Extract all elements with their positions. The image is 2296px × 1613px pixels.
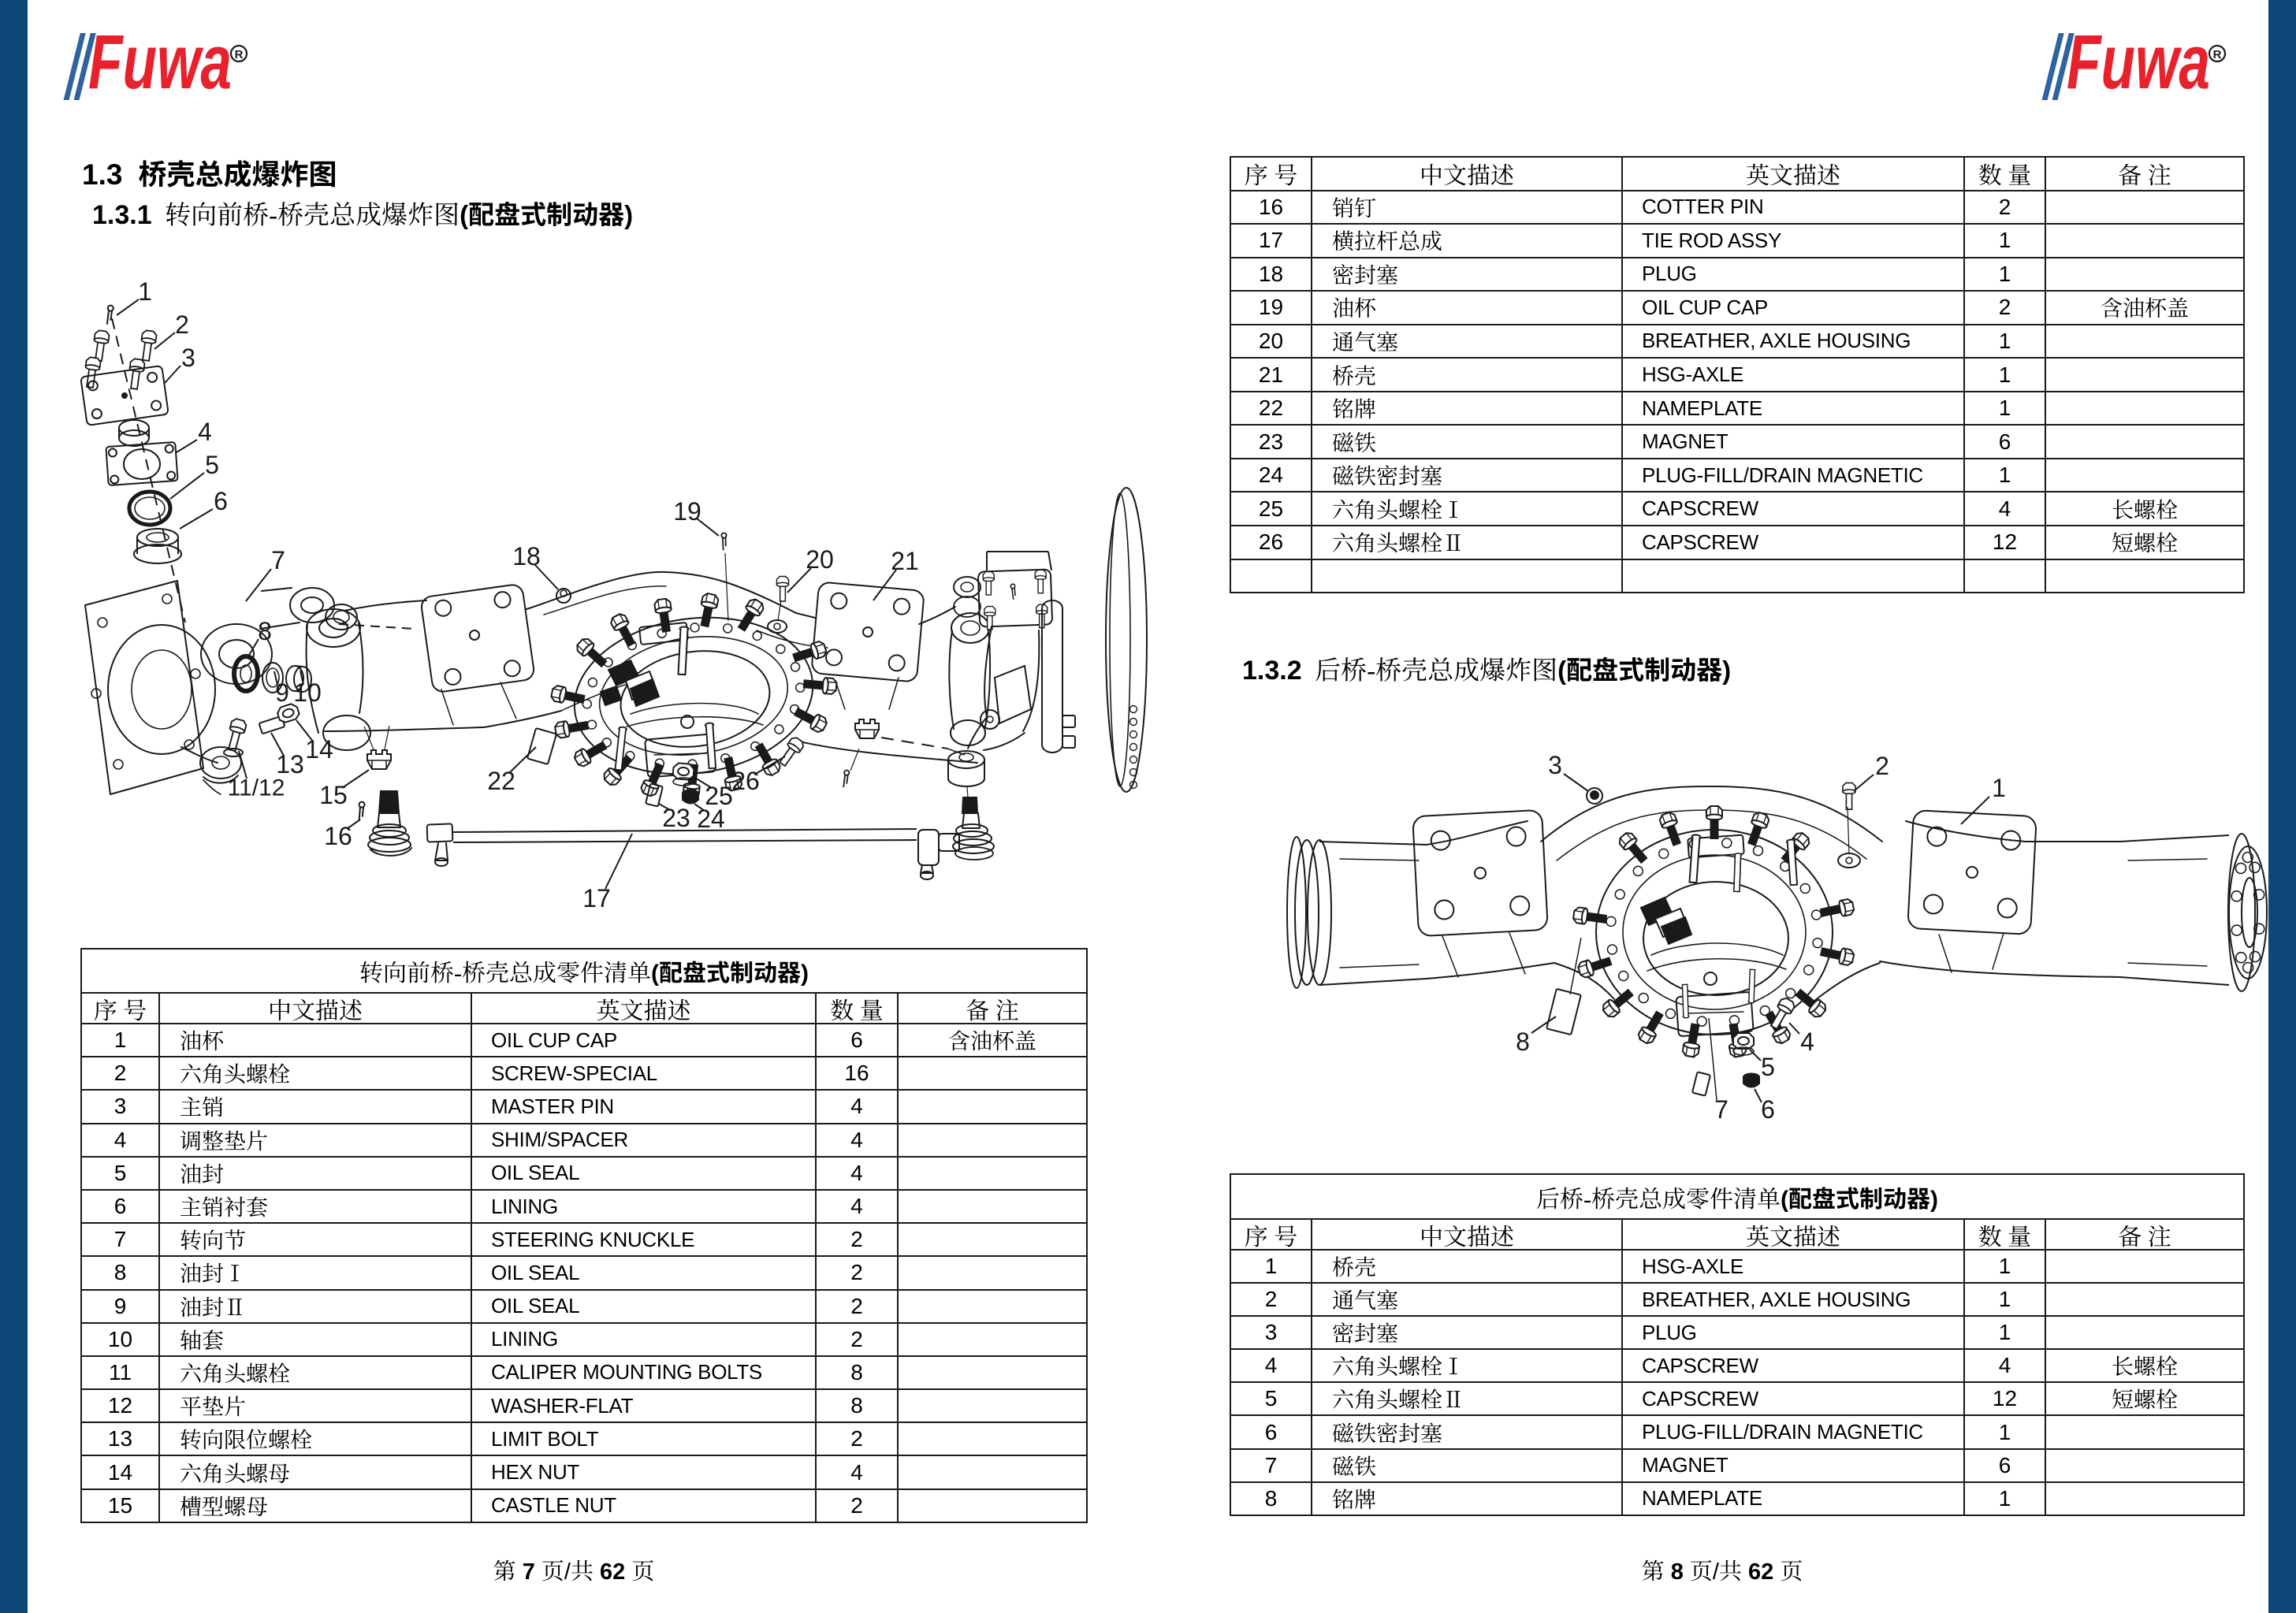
svg-text:R: R bbox=[2213, 48, 2222, 61]
svg-text:17: 17 bbox=[582, 884, 611, 912]
svg-text:3: 3 bbox=[181, 344, 195, 372]
svg-text:26: 26 bbox=[731, 767, 760, 795]
svg-text:5: 5 bbox=[1761, 1053, 1775, 1081]
svg-text:3: 3 bbox=[1548, 751, 1562, 779]
svg-text:Fuwa: Fuwa bbox=[88, 20, 232, 105]
svg-text:7: 7 bbox=[271, 546, 285, 574]
svg-text:4: 4 bbox=[198, 418, 212, 446]
svg-text:15: 15 bbox=[319, 781, 348, 809]
svg-text:11/12: 11/12 bbox=[228, 775, 285, 801]
svg-text:4: 4 bbox=[1800, 1028, 1814, 1056]
svg-text:16: 16 bbox=[324, 822, 352, 850]
svg-text:14: 14 bbox=[305, 735, 333, 764]
svg-text:1: 1 bbox=[1992, 774, 2006, 802]
svg-text:19: 19 bbox=[673, 497, 701, 526]
svg-text:8: 8 bbox=[1516, 1028, 1530, 1056]
svg-text:1: 1 bbox=[138, 277, 152, 306]
svg-text:2: 2 bbox=[175, 310, 189, 339]
svg-text:5: 5 bbox=[205, 451, 219, 479]
svg-text:6: 6 bbox=[1761, 1095, 1775, 1124]
svg-text:7: 7 bbox=[1714, 1095, 1729, 1124]
svg-text:Fuwa: Fuwa bbox=[2067, 20, 2210, 105]
svg-text:2: 2 bbox=[1875, 752, 1889, 780]
svg-text:6: 6 bbox=[214, 487, 228, 515]
svg-text:13: 13 bbox=[276, 750, 304, 779]
svg-text:8: 8 bbox=[258, 617, 272, 645]
svg-text:R: R bbox=[235, 48, 244, 61]
svg-text:9: 9 bbox=[275, 678, 289, 707]
